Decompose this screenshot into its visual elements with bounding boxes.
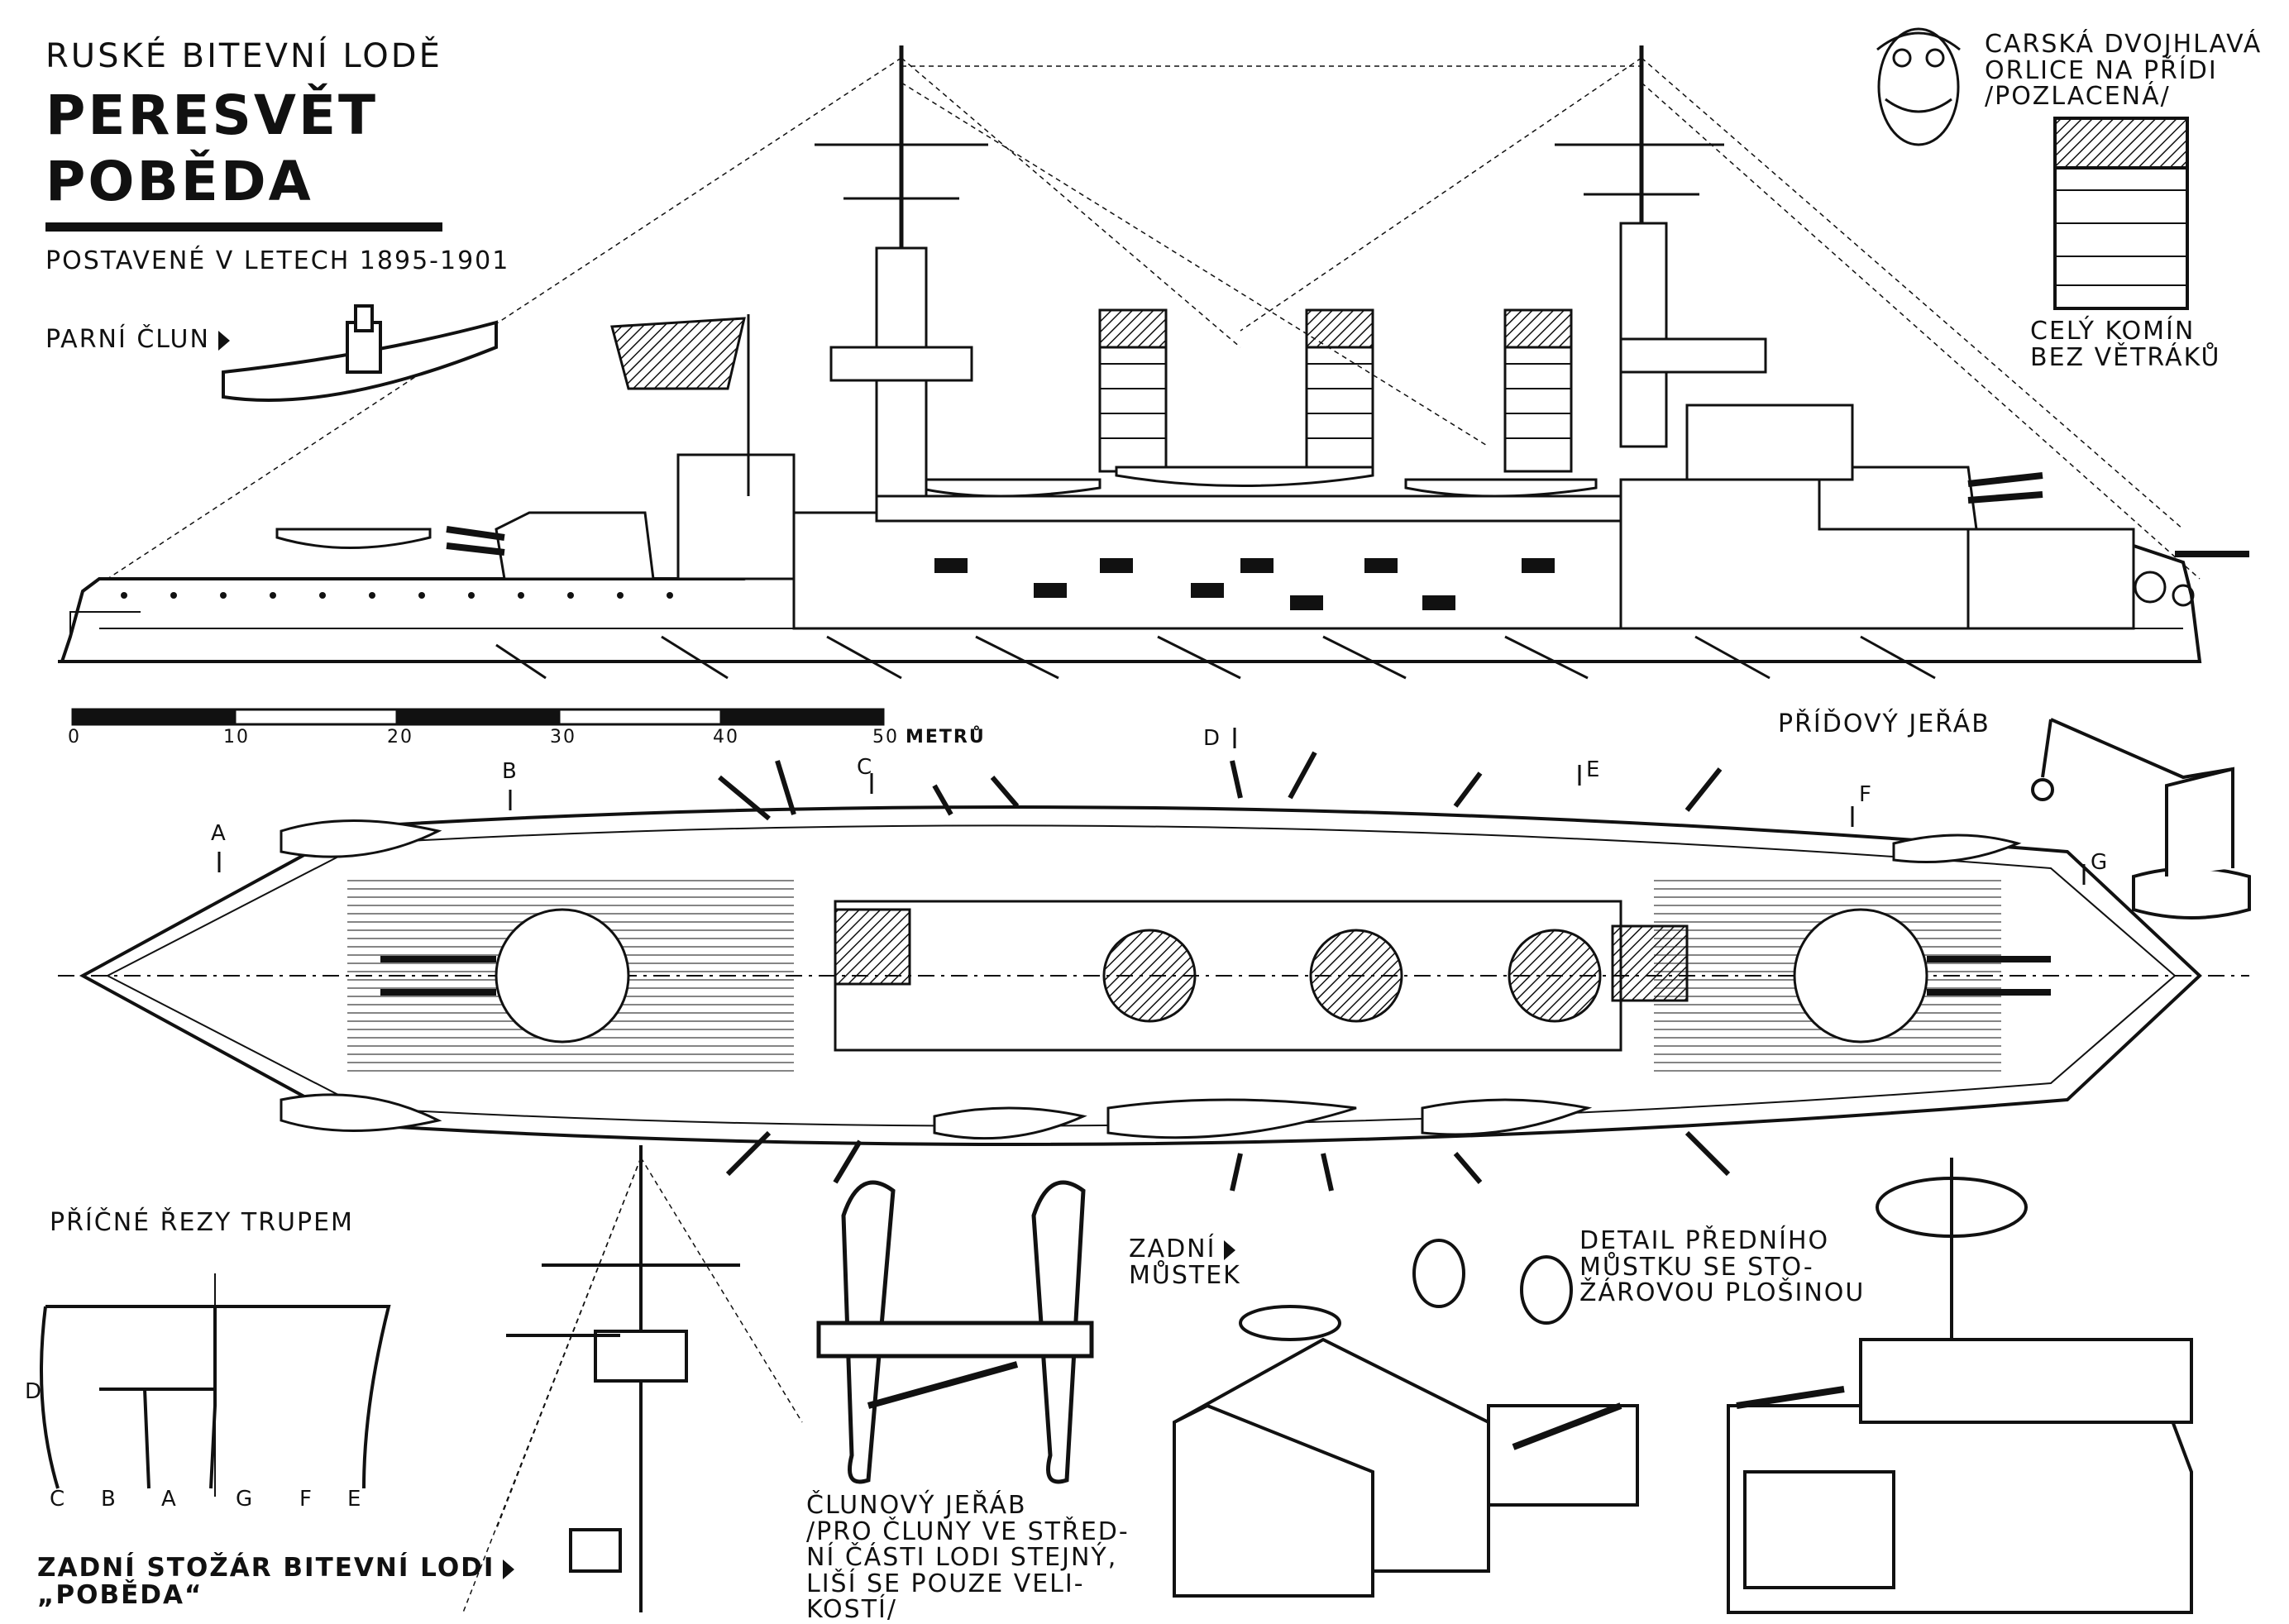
davits: [718, 751, 1731, 1192]
rigging: [107, 57, 2201, 580]
eagle-caption: CARSKÁ DVOJHLAVÁ ORLICE NA PŘÍDI /POZLAC…: [1985, 31, 2262, 110]
boat-crane-label-line: LIŠÍ SE POUZE VELI-: [806, 1569, 1085, 1598]
section-mark: E: [1586, 757, 1602, 782]
funnel-caption-line: CELÝ KOMÍN: [2030, 317, 2196, 346]
eagle-caption-line: /POZLACENÁ/: [1985, 82, 2171, 111]
rear-mast-label: ZADNÍ STOŽÁR BITEVNÍ LODI „POBĚDA“: [37, 1553, 515, 1610]
fore-bridge-label-line: DETAIL PŘEDNÍHO: [1579, 1226, 1830, 1255]
plan-view: [58, 728, 2249, 1192]
arrow-right-icon: [217, 330, 230, 351]
funnel-caption: CELÝ KOMÍN BEZ VĚTRÁKŮ: [2030, 318, 2220, 370]
section-diagram-mark: A: [161, 1487, 178, 1512]
section-diagram-mark: G: [236, 1487, 255, 1512]
title-underline: [45, 222, 442, 232]
fore-bridge-label-line: MŮSTKU SE STO-: [1579, 1252, 1814, 1282]
scale-unit: METRŮ: [906, 727, 986, 748]
scale-tick: 0: [68, 727, 81, 748]
scale-tick: 50: [872, 727, 899, 748]
section-diagram-mark: D: [25, 1379, 44, 1404]
eagle-caption-line: ORLICE NA PŘÍDI: [1985, 55, 2218, 85]
flag: [610, 317, 746, 390]
scale-tick: 30: [550, 727, 576, 748]
rear-bridge-label-line: MŮSTEK: [1129, 1260, 1241, 1290]
section-markers: [217, 728, 2086, 885]
casemate-guns: [934, 558, 1555, 610]
boat-crane-label-line: NÍ ČÁSTI LODI STEJNÝ,: [806, 1543, 1118, 1572]
scale-tick: 10: [223, 727, 250, 748]
bow-crane-label: PŘÍĎOVÝ JEŘÁB: [1778, 709, 1990, 738]
scale-tick: 40: [713, 727, 739, 748]
ship-name-peresvet: PERESVĚT: [45, 84, 379, 147]
series-title: RUSKÉ BITEVNÍ LODĚ: [45, 37, 442, 75]
eagle-caption-line: CARSKÁ DVOJHLAVÁ: [1985, 30, 2263, 59]
boat-crane-label-line: KOSTÍ/: [806, 1595, 897, 1624]
cross-sections-drawing: [40, 1273, 391, 1497]
complete-funnel: [2053, 117, 2189, 310]
arrow-right-icon: [1224, 1239, 1236, 1260]
build-years: POSTAVENÉ V LETECH 1895-1901: [45, 246, 510, 275]
rear-mast-label-line: „POBĚDA“: [37, 1579, 203, 1610]
section-mark: B: [502, 759, 518, 784]
belt-strakes: [495, 635, 1936, 680]
fore-bridge-label: DETAIL PŘEDNÍHO MŮSTKU SE STO- ŽÁROVOU P…: [1579, 1228, 1865, 1306]
steam-boat-label: PARNÍ ČLUN: [45, 327, 230, 353]
scale-bar: [71, 708, 885, 726]
boat-crane-label-line: ČLUNOVÝ JEŘÁB: [806, 1491, 1027, 1520]
eagle-emblem: [1876, 27, 1961, 146]
funnels: [1098, 308, 1573, 473]
steam-boat-drawing: [222, 304, 498, 402]
rear-bridge-label-line: ZADNÍ: [1129, 1235, 1216, 1263]
section-diagram-mark: F: [299, 1487, 313, 1512]
boat-crane-label: ČLUNOVÝ JEŘÁB /PRO ČLUNY VE STŘED- NÍ ČÁ…: [806, 1493, 1130, 1623]
arrow-right-icon: [503, 1559, 515, 1579]
section-mark: D: [1203, 726, 1222, 751]
rear-mast-label-line: ZADNÍ STOŽÁR BITEVNÍ LODI: [37, 1553, 495, 1583]
steam-boat-label-text: PARNÍ ČLUN: [45, 325, 210, 354]
section-mark: A: [211, 821, 227, 846]
side-elevation: [58, 45, 2249, 680]
boat-crane-label-line: /PRO ČLUNY VE STŘED-: [806, 1517, 1130, 1546]
bow-crane: [2031, 718, 2251, 919]
section-diagram-mark: E: [347, 1487, 363, 1512]
section-mark: C: [857, 755, 874, 780]
fore-bridge-drawing: [1727, 1158, 2193, 1614]
ship-name-pobeda: POBĚDA: [45, 150, 313, 213]
rear-bridge-label: ZADNÍ MŮSTEK: [1129, 1236, 1241, 1288]
funnel-caption-line: BEZ VĚTRÁKŮ: [2030, 342, 2221, 372]
section-diagram-mark: C: [50, 1487, 67, 1512]
section-diagram-mark: B: [101, 1487, 117, 1512]
fore-bridge-label-line: ŽÁROVOU PLOŠINOU: [1579, 1278, 1866, 1307]
section-mark: F: [1859, 782, 1873, 807]
cross-sections-label: PŘÍČNÉ ŘEZY TRUPEM: [50, 1208, 354, 1237]
section-mark: G: [2091, 850, 2110, 875]
rear-bridge-drawing: [1173, 1239, 1639, 1598]
boat-crane-drawing: [816, 1180, 1094, 1484]
rear-mast-drawing: [462, 1145, 803, 1613]
scale-tick: 20: [387, 727, 413, 748]
